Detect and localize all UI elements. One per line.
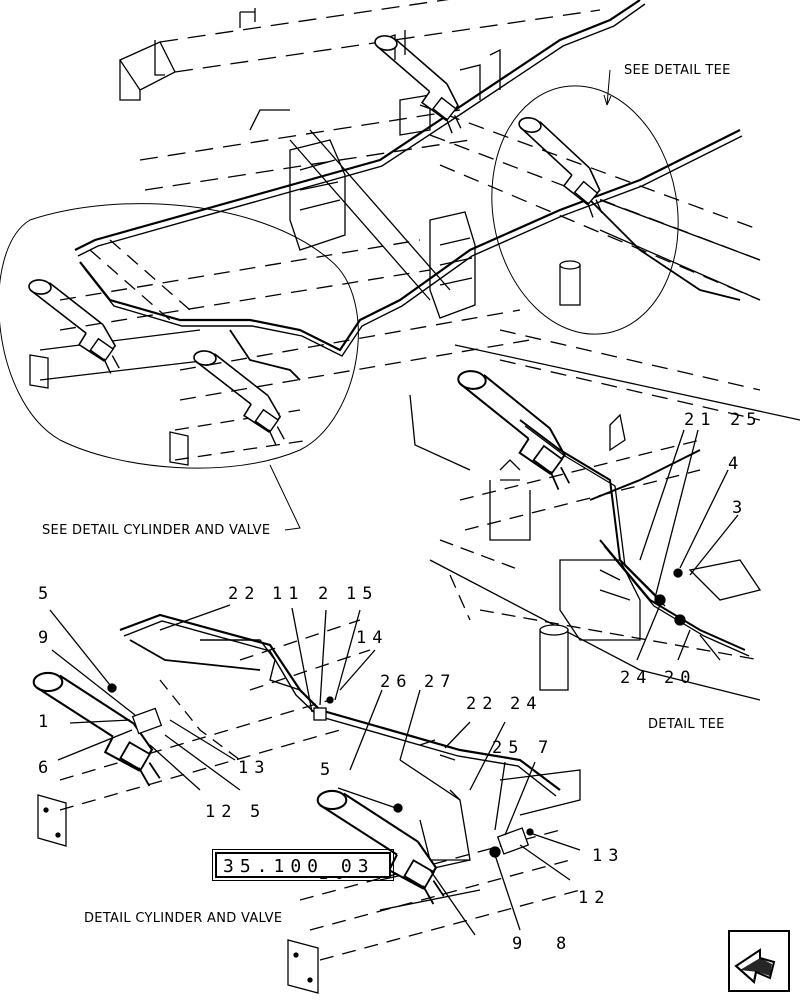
- part-label-22: 22: [228, 584, 261, 604]
- detail-cylinder-valve-view: [32, 604, 581, 994]
- part-label-6: 6: [38, 758, 55, 778]
- top-frame-view: [0, 0, 761, 531]
- part-label-11: 11: [272, 584, 305, 604]
- part-label-12: 12: [205, 802, 238, 822]
- see-detail-tee-callout: SEE DETAIL TEE: [624, 63, 731, 78]
- part-label-9b: 9: [512, 934, 529, 954]
- part-label-3: 3: [732, 498, 749, 518]
- part-label-21: 21: [684, 410, 717, 430]
- part-label-5c: 5: [320, 760, 337, 780]
- part-label-8: 8: [556, 934, 573, 954]
- part-label-13: 13: [238, 758, 271, 778]
- part-label-24: 24: [620, 668, 653, 688]
- detail-cylinder-valve-caption: DETAIL CYLINDER AND VALVE: [84, 911, 283, 926]
- see-detail-cylinder-valve-callout: SEE DETAIL CYLINDER AND VALVE: [42, 523, 271, 538]
- part-label-13b: 13: [592, 846, 625, 866]
- part-label-5: 5: [38, 584, 55, 604]
- part-label-27: 27: [424, 672, 457, 692]
- part-label-12b: 12: [578, 888, 611, 908]
- part-label-25: 25: [730, 410, 763, 430]
- section-reference-box: 35.100 03: [212, 849, 394, 881]
- part-label-22b: 22: [466, 694, 499, 714]
- part-label-2: 2: [318, 584, 335, 604]
- part-label-5b: 5: [250, 802, 267, 822]
- detail-tee-caption: DETAIL TEE: [648, 717, 725, 732]
- part-label-25b: 25: [492, 738, 525, 758]
- part-label-1: 1: [38, 712, 55, 732]
- part-label-20: 20: [664, 668, 697, 688]
- part-label-24b: 24: [510, 694, 543, 714]
- part-label-9: 9: [38, 628, 55, 648]
- part-label-14: 14: [356, 628, 389, 648]
- next-page-button[interactable]: [728, 930, 790, 992]
- part-label-7: 7: [538, 738, 555, 758]
- part-label-15: 15: [346, 584, 379, 604]
- part-label-4: 4: [728, 454, 745, 474]
- detail-tee-view: [409, 329, 800, 701]
- next-page-arrow-icon: [734, 948, 776, 984]
- part-label-26: 26: [380, 672, 413, 692]
